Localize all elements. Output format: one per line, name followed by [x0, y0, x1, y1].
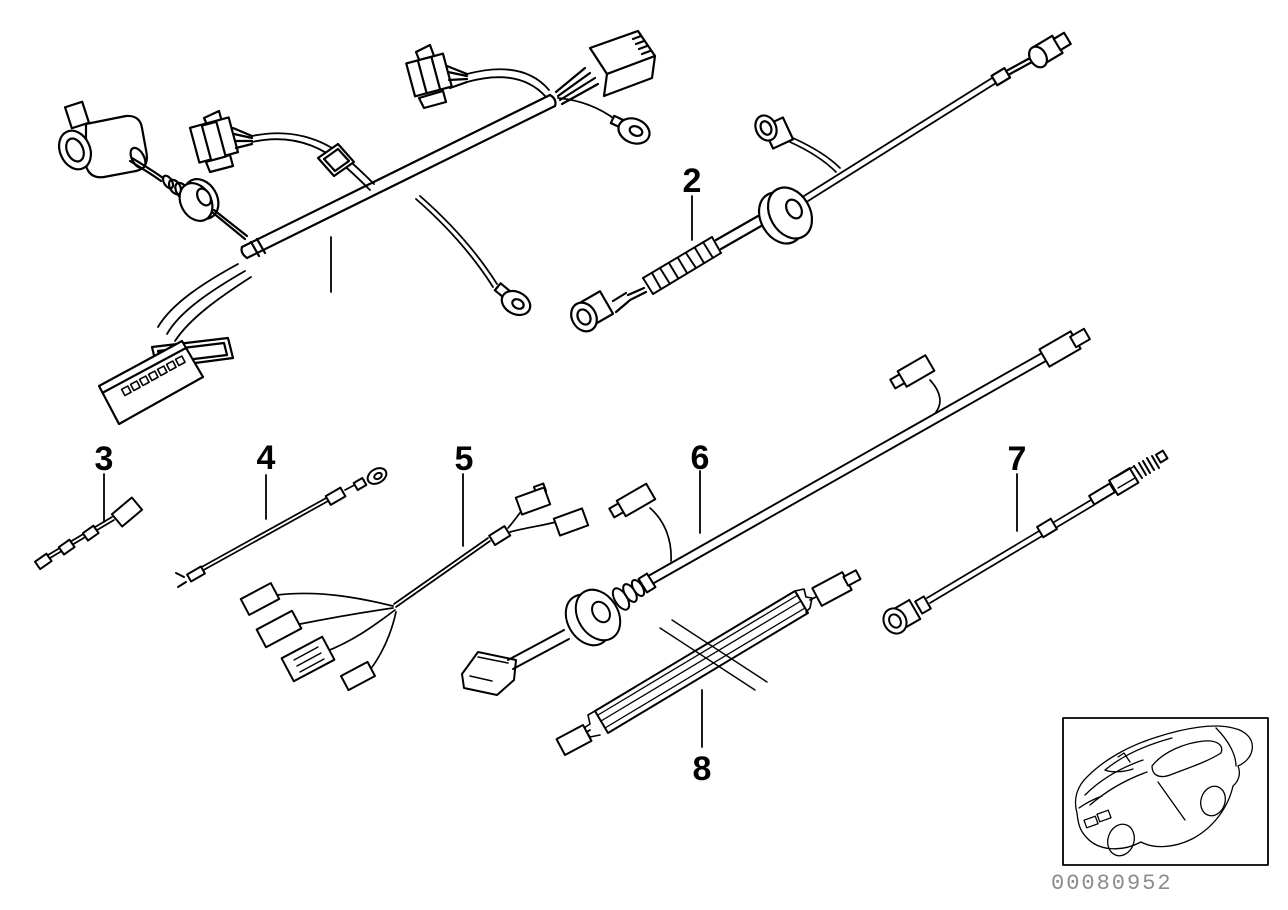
leader-lines: [103, 195, 1018, 748]
car-thumbnail-frame: [1062, 717, 1269, 866]
cable-6-stub-connector-mid: [889, 354, 941, 413]
cable-7: [882, 449, 1169, 635]
threaded-sensor: [1088, 449, 1169, 506]
callout-8[interactable]: 8: [692, 750, 712, 788]
cable-2-end-connector-left: [570, 290, 615, 333]
multipin-connector-top: [554, 29, 657, 106]
grommet: [757, 186, 814, 245]
bulb-socket-branch: [754, 114, 841, 173]
cable-clamp: [316, 142, 356, 178]
small-grommet: [128, 156, 249, 241]
car-thumbnail: [1062, 717, 1269, 866]
cable-5-connector-bundle: [239, 582, 397, 692]
main-wiring-harness: [57, 29, 657, 426]
connector-4pin-top: [405, 43, 550, 110]
cable-6-stub-connector-left: [608, 482, 672, 562]
cable-6: [461, 327, 1091, 696]
car-outline: [1074, 725, 1253, 857]
cable-3: [33, 496, 144, 571]
diagram-image-id: 00080952: [1051, 871, 1173, 896]
cable-2: [570, 31, 1072, 333]
ribbon-body: [583, 588, 813, 738]
harness-trunk-tube: [240, 93, 557, 260]
callout-5[interactable]: 5: [454, 440, 474, 478]
cable-4: [175, 467, 388, 588]
elbow-boot-connector: [57, 100, 148, 179]
ribbon-connector-left: [555, 724, 593, 756]
callout-4[interactable]: 4: [256, 439, 276, 477]
break-slash-mark: [659, 619, 768, 691]
callout-6[interactable]: 6: [690, 439, 710, 477]
corrugated-section: [642, 236, 722, 295]
cable-6-foot-connector: [461, 651, 517, 696]
ring-terminal-top: [557, 97, 651, 145]
callout-7[interactable]: 7: [1007, 440, 1027, 478]
callout-3[interactable]: 3: [94, 440, 114, 478]
small-ring-terminal: [352, 467, 388, 491]
blade-terminal: [175, 565, 206, 588]
ring-terminal-mid: [415, 195, 532, 317]
ribbon-cable-8: [555, 569, 862, 756]
cable-2-end-connector-right: [990, 31, 1072, 87]
cable-5: [239, 482, 590, 692]
ribbon-connector-right: [809, 569, 862, 607]
big-grommet: [564, 588, 622, 647]
callout-2[interactable]: 2: [682, 162, 702, 200]
main-connector-block: [97, 263, 252, 426]
connector-4pin-left: [188, 109, 375, 191]
cable-7-end-connector: [882, 595, 932, 635]
cable-6-end-connector: [1038, 327, 1091, 368]
